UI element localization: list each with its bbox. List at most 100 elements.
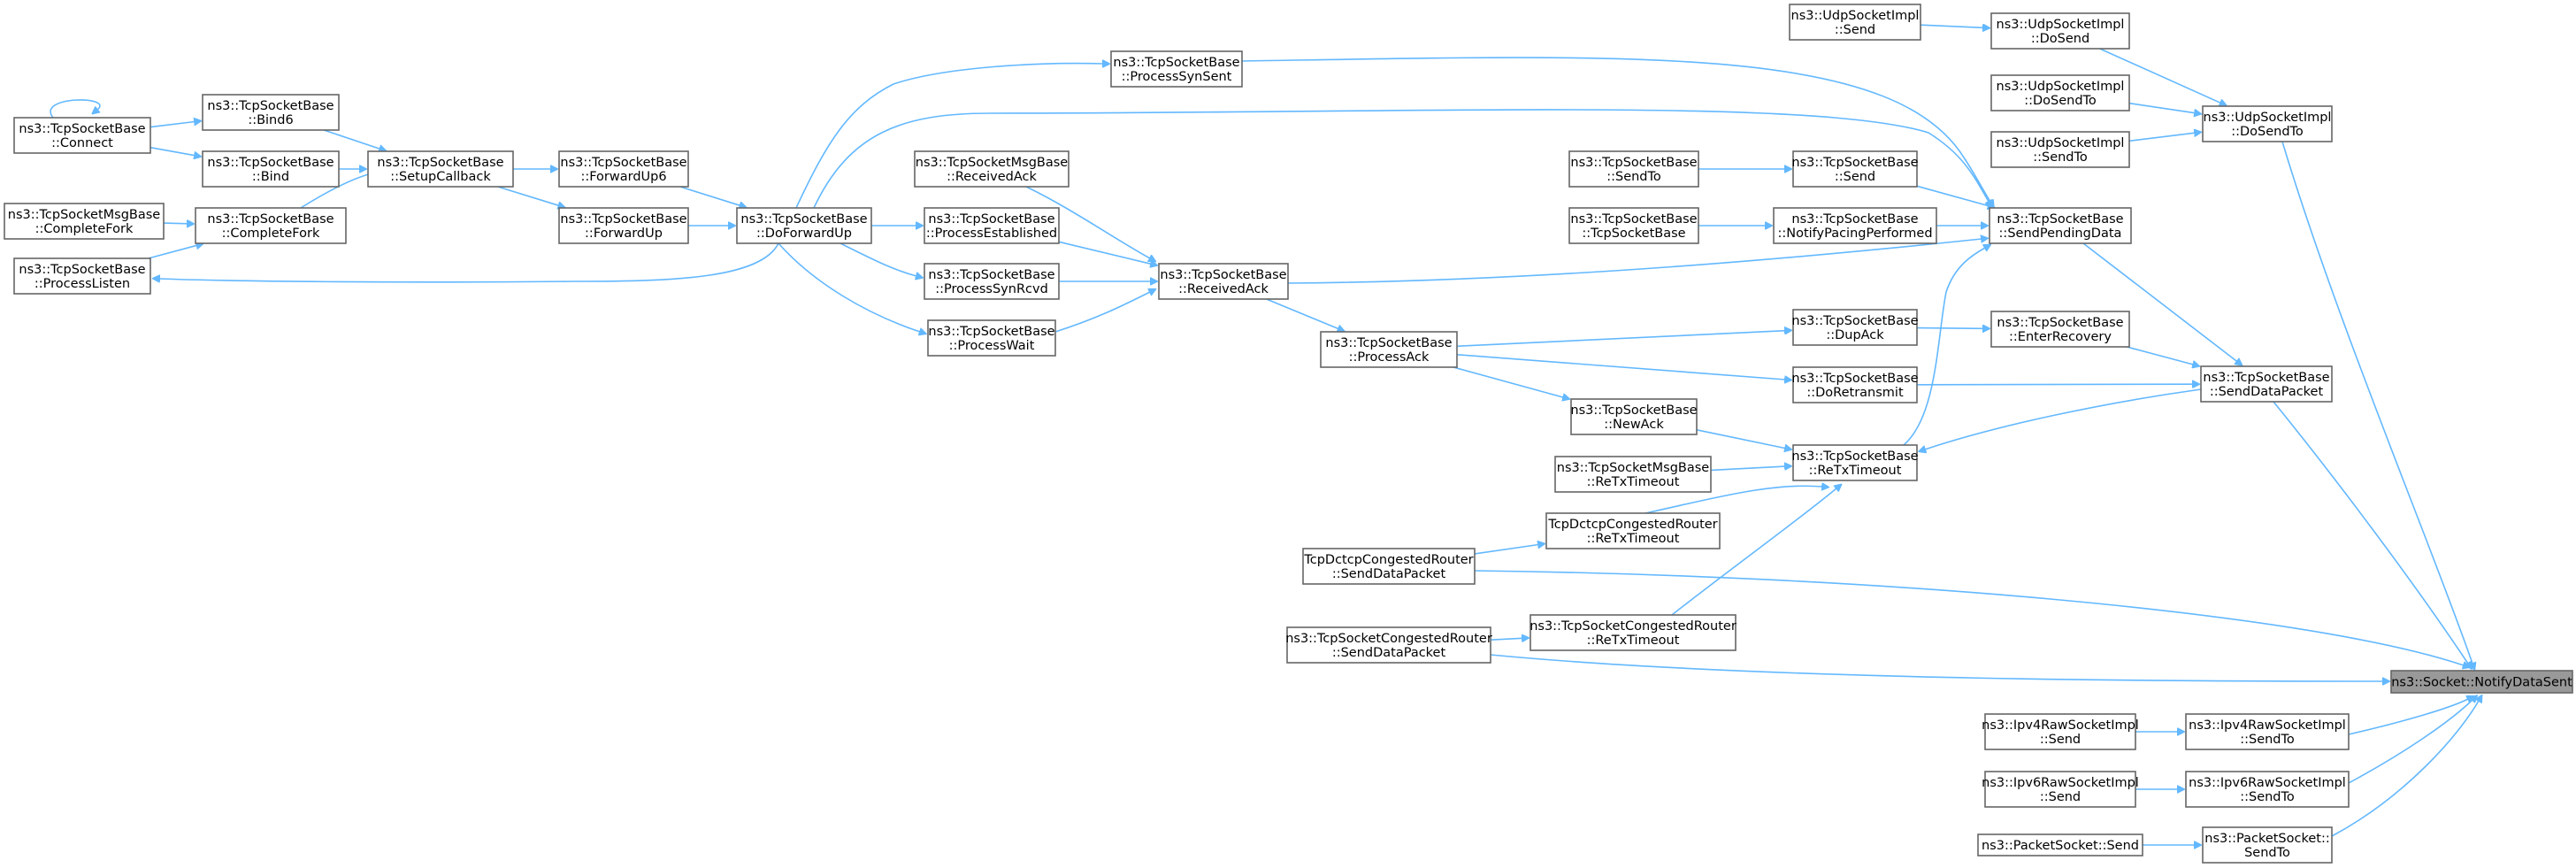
node-dctcp-senddata[interactable]: TcpDctcpCongestedRouter::SendDataPacket xyxy=(1302,548,1476,585)
node-label-line: ::Send xyxy=(2040,790,2081,804)
node-tcp-forwardup[interactable]: ns3::TcpSocketBase::ForwardUp xyxy=(558,207,689,244)
node-box xyxy=(2200,365,2333,403)
node-label-line: ns3::UdpSocketImpl xyxy=(1791,9,1920,23)
edge-dctcp_retx-to-tcp_retx xyxy=(1644,486,1822,514)
edge-tcp_send-to-tcp_sendpending xyxy=(1916,185,1989,205)
edge-ipv6_sendto-to-notify xyxy=(2348,700,2472,784)
node-label-line: ::ReTxTimeout xyxy=(1809,464,1902,478)
edge-tcp_doforwardup-to-tcp_processsynrcvd xyxy=(840,242,916,276)
edge-tcp_processack-to-tcp_newack xyxy=(1453,366,1563,397)
node-udp-dosendto2[interactable]: ns3::UdpSocketImpl::DoSendTo xyxy=(1990,74,2130,111)
node-tcp-newack[interactable]: ns3::TcpSocketBase::NewAck xyxy=(1570,398,1698,435)
node-tcpmsg-completefork[interactable]: ns3::TcpSocketMsgBase::CompleteFork xyxy=(4,203,165,240)
node-label-line: ns3::TcpSocketBase xyxy=(207,156,334,170)
node-box xyxy=(1773,207,1937,244)
node-tcp-setupcallback[interactable]: ns3::TcpSocketBase::SetupCallback xyxy=(367,150,514,188)
node-label-line: ::DoRetransmit xyxy=(1806,386,1904,400)
node-box xyxy=(1302,548,1476,585)
node-tcp-sendpending[interactable]: ns3::TcpSocketBase::SendPendingData xyxy=(1989,207,2132,244)
node-box xyxy=(2202,826,2333,864)
node-dctcp-retx[interactable]: TcpDctcpCongestedRouter::ReTxTimeout xyxy=(1545,512,1721,549)
node-tcp-processwait[interactable]: ns3::TcpSocketBase::ProcessWait xyxy=(927,319,1056,357)
node-ipv6-send[interactable]: ns3::Ipv6RawSocketImpl::Send xyxy=(1982,771,2139,808)
node-cong-retx[interactable]: ns3::TcpSocketCongestedRouter::ReTxTimeo… xyxy=(1530,614,1736,651)
node-tcp-completefork[interactable]: ns3::TcpSocketBase::CompleteFork xyxy=(195,207,347,244)
node-tcp-doforwardup[interactable]: ns3::TcpSocketBase::DoForwardUp xyxy=(736,207,872,244)
node-tcpmsg-retx[interactable]: ns3::TcpSocketMsgBase::ReTxTimeout xyxy=(1554,456,1712,493)
node-label-line: ::ProcessSynSent xyxy=(1122,70,1232,84)
node-tcp-enterrec[interactable]: ns3::TcpSocketBase::EnterRecovery xyxy=(1990,311,2130,348)
node-box xyxy=(2185,713,2350,750)
node-label-line: ns3::TcpSocketBase xyxy=(1570,212,1697,227)
node-label-line: ns3::Ipv6RawSocketImpl xyxy=(2189,776,2346,790)
node-box xyxy=(2390,670,2573,694)
node-box xyxy=(202,94,340,131)
node-tcp-processsynsent[interactable]: ns3::TcpSocketBase::ProcessSynSent xyxy=(1110,50,1243,88)
node-box xyxy=(195,207,347,244)
node-label-line: ns3::TcpSocketBase xyxy=(1570,156,1697,170)
edge-tcp_newack-to-tcp_retx xyxy=(1696,429,1785,449)
node-label-line: ::Bind xyxy=(252,170,289,184)
node-box xyxy=(4,203,165,240)
node-tcp-processack[interactable]: ns3::TcpSocketBase::ProcessAck xyxy=(1320,331,1458,368)
node-layer: ns3::Socket::NotifyDataSentns3::UdpSocke… xyxy=(4,4,2573,864)
node-box xyxy=(1545,512,1721,549)
node-packet-send[interactable]: ns3::PacketSocket::Send xyxy=(1977,833,2143,856)
node-tcp-connect[interactable]: ns3::TcpSocketBase::Connect xyxy=(13,117,151,154)
edge-tcp_processlisten-to-tcp_completefork xyxy=(148,245,197,259)
node-box xyxy=(1990,12,2130,50)
edge-tcp_receivedack-to-tcp_sendpending xyxy=(1287,239,1982,284)
node-label-line: ns3::TcpSocketBase xyxy=(19,122,145,136)
node-tcp-retx[interactable]: ns3::TcpSocketBase::ReTxTimeout xyxy=(1791,444,1919,481)
node-tcp-doretransmit[interactable]: ns3::TcpSocketBase::DoRetransmit xyxy=(1791,366,1919,403)
node-box xyxy=(1989,207,2132,244)
node-ipv4-sendto[interactable]: ns3::Ipv4RawSocketImpl::SendTo xyxy=(2185,713,2350,750)
node-label-line: ns3::TcpSocketBase xyxy=(560,156,686,170)
edge-tcp_doforwardup-to-tcp_processsynsent xyxy=(795,64,1103,209)
node-tcp-dupack[interactable]: ns3::TcpSocketBase::DupAck xyxy=(1791,309,1919,346)
node-tcp-receivedack[interactable]: ns3::TcpSocketBase::ReceivedAck xyxy=(1158,263,1289,300)
node-label-line: ::SendTo xyxy=(2033,150,2088,165)
node-label-line: ns3::TcpSocketBase xyxy=(2203,371,2329,385)
node-label-line: ::ProcessWait xyxy=(949,339,1035,353)
node-udp-dosend[interactable]: ns3::UdpSocketImpl::DoSend xyxy=(1990,12,2130,50)
node-label-line: ::Send xyxy=(1835,23,1875,37)
node-udp-send[interactable]: ns3::UdpSocketImpl::Send xyxy=(1789,4,1921,41)
node-tcp-bind[interactable]: ns3::TcpSocketBase::Bind xyxy=(202,150,340,188)
node-label-line: ::DoForwardUp xyxy=(756,227,852,241)
edge-tcp_doforwardup-to-tcp_processlisten xyxy=(159,242,779,283)
node-tcp-processsynrcvd[interactable]: ns3::TcpSocketBase::ProcessSynRcvd xyxy=(924,263,1060,300)
node-label-line: ::DupAck xyxy=(1826,328,1884,342)
node-label-line: ::DoSend xyxy=(2031,32,2089,46)
node-box xyxy=(736,207,872,244)
node-tcp-notifypacing[interactable]: ns3::TcpSocketBase::NotifyPacingPerforme… xyxy=(1773,207,1937,244)
edge-tcp_processsynsent-to-tcp_sendpending xyxy=(1241,57,1990,202)
node-label-line: ns3::TcpSocketBase xyxy=(1791,156,1918,170)
node-label-line: ::ReceivedAck xyxy=(1178,282,1269,296)
node-tcp-tcpsocketbase[interactable]: ns3::TcpSocketBase::TcpSocketBase xyxy=(1568,207,1699,244)
node-cong-senddata[interactable]: ns3::TcpSocketCongestedRouter::SendDataP… xyxy=(1285,626,1492,664)
node-label-line: ::SendDataPacket xyxy=(1332,567,1446,581)
node-label-line: ns3::TcpSocketBase xyxy=(19,263,145,277)
node-udp-sendto[interactable]: ns3::UdpSocketImpl::SendTo xyxy=(1990,131,2130,168)
node-tcp-senddata[interactable]: ns3::TcpSocketBase::SendDataPacket xyxy=(2200,365,2333,403)
node-label-line: ns3::TcpSocketBase xyxy=(1791,449,1918,464)
node-ipv4-send[interactable]: ns3::Ipv4RawSocketImpl::Send xyxy=(1982,713,2139,750)
node-tcp-processlisten[interactable]: ns3::TcpSocketBase::ProcessListen xyxy=(13,257,151,295)
node-tcp-bind6[interactable]: ns3::TcpSocketBase::Bind6 xyxy=(202,94,340,131)
node-packet-sendto[interactable]: ns3::PacketSocket::SendTo xyxy=(2202,826,2333,864)
node-label-line: ns3::TcpSocketBase xyxy=(1997,212,2123,227)
node-tcp-send[interactable]: ns3::TcpSocketBase::Send xyxy=(1791,150,1919,188)
node-ipv6-sendto[interactable]: ns3::Ipv6RawSocketImpl::SendTo xyxy=(2185,771,2350,808)
edge-tcp_connect-to-tcp_connect xyxy=(50,99,101,119)
node-tcp-processest[interactable]: ns3::TcpSocketBase::ProcessEstablished xyxy=(924,207,1060,244)
node-label-line: ::Send xyxy=(1835,170,1875,184)
node-box xyxy=(1792,444,1918,481)
node-label-line: ns3::TcpSocketMsgBase xyxy=(8,208,161,222)
node-tcp-forwardup6[interactable]: ns3::TcpSocketBase::ForwardUp6 xyxy=(558,150,689,188)
node-udp-dosendto[interactable]: ns3::UdpSocketImpl::DoSendTo xyxy=(2202,105,2333,142)
node-tcpmsg-receivedack[interactable]: ns3::TcpSocketMsgBase::ReceivedAck xyxy=(914,150,1070,188)
edge-tcp_doforwardup-to-tcp_processwait xyxy=(778,242,920,332)
node-tcp-sendto[interactable]: ns3::TcpSocketBase::SendTo xyxy=(1568,150,1699,188)
node-label-line: ::SetupCallback xyxy=(390,170,491,184)
